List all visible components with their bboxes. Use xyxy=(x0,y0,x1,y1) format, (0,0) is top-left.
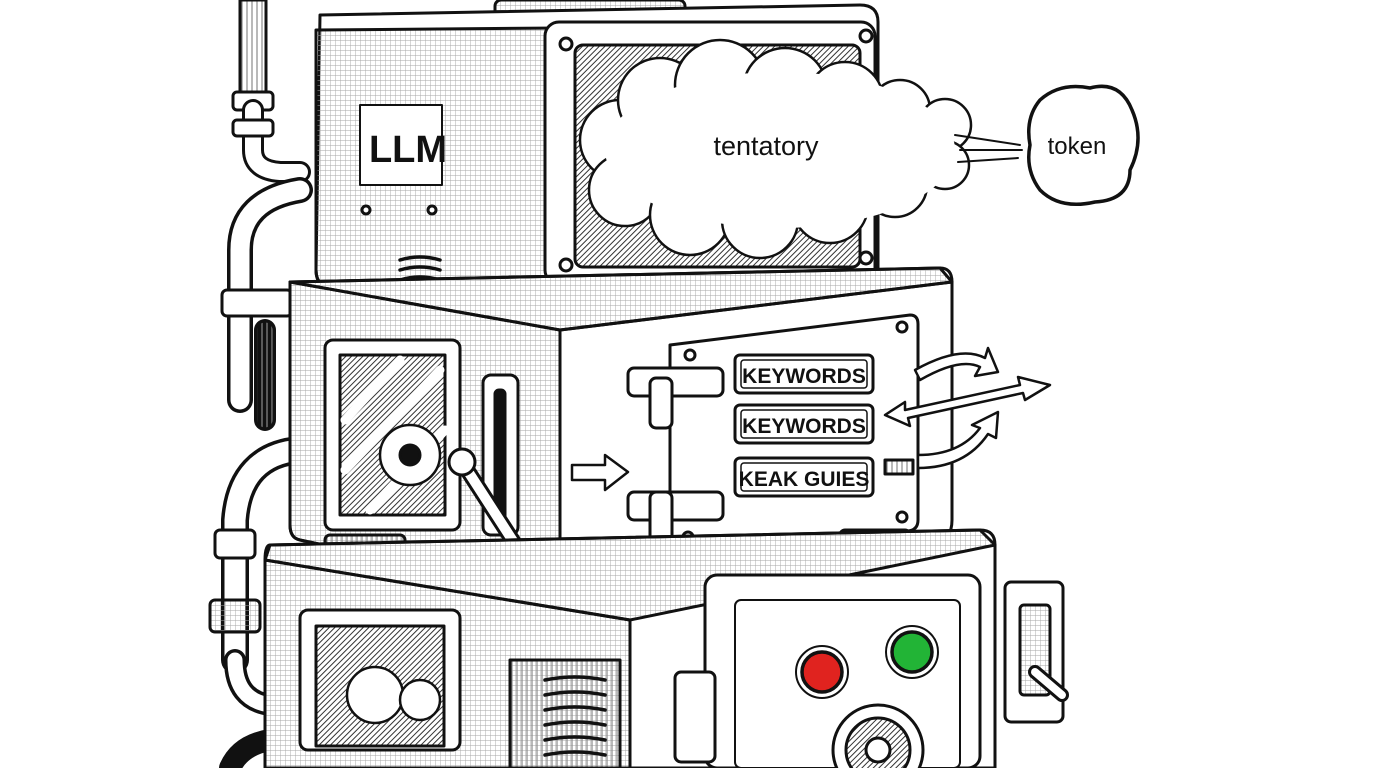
flow-arrows xyxy=(570,346,1052,492)
token-output xyxy=(1027,84,1140,206)
filter-plate-2: KEYWORDS xyxy=(742,415,866,438)
cloud-label: tentatory xyxy=(713,131,819,161)
thought-cloud xyxy=(578,38,1023,260)
filter-plate-1: KEYWORDS xyxy=(742,365,866,388)
red-indicator-light xyxy=(800,650,844,694)
token-label: token xyxy=(1048,133,1107,160)
top-spring xyxy=(398,255,442,302)
control-box xyxy=(263,528,1069,768)
llm-label: LLM xyxy=(369,129,447,171)
green-indicator-light xyxy=(890,630,934,674)
filter-plate-3: KEAK GUIES xyxy=(739,468,870,491)
filter-box xyxy=(288,266,954,607)
